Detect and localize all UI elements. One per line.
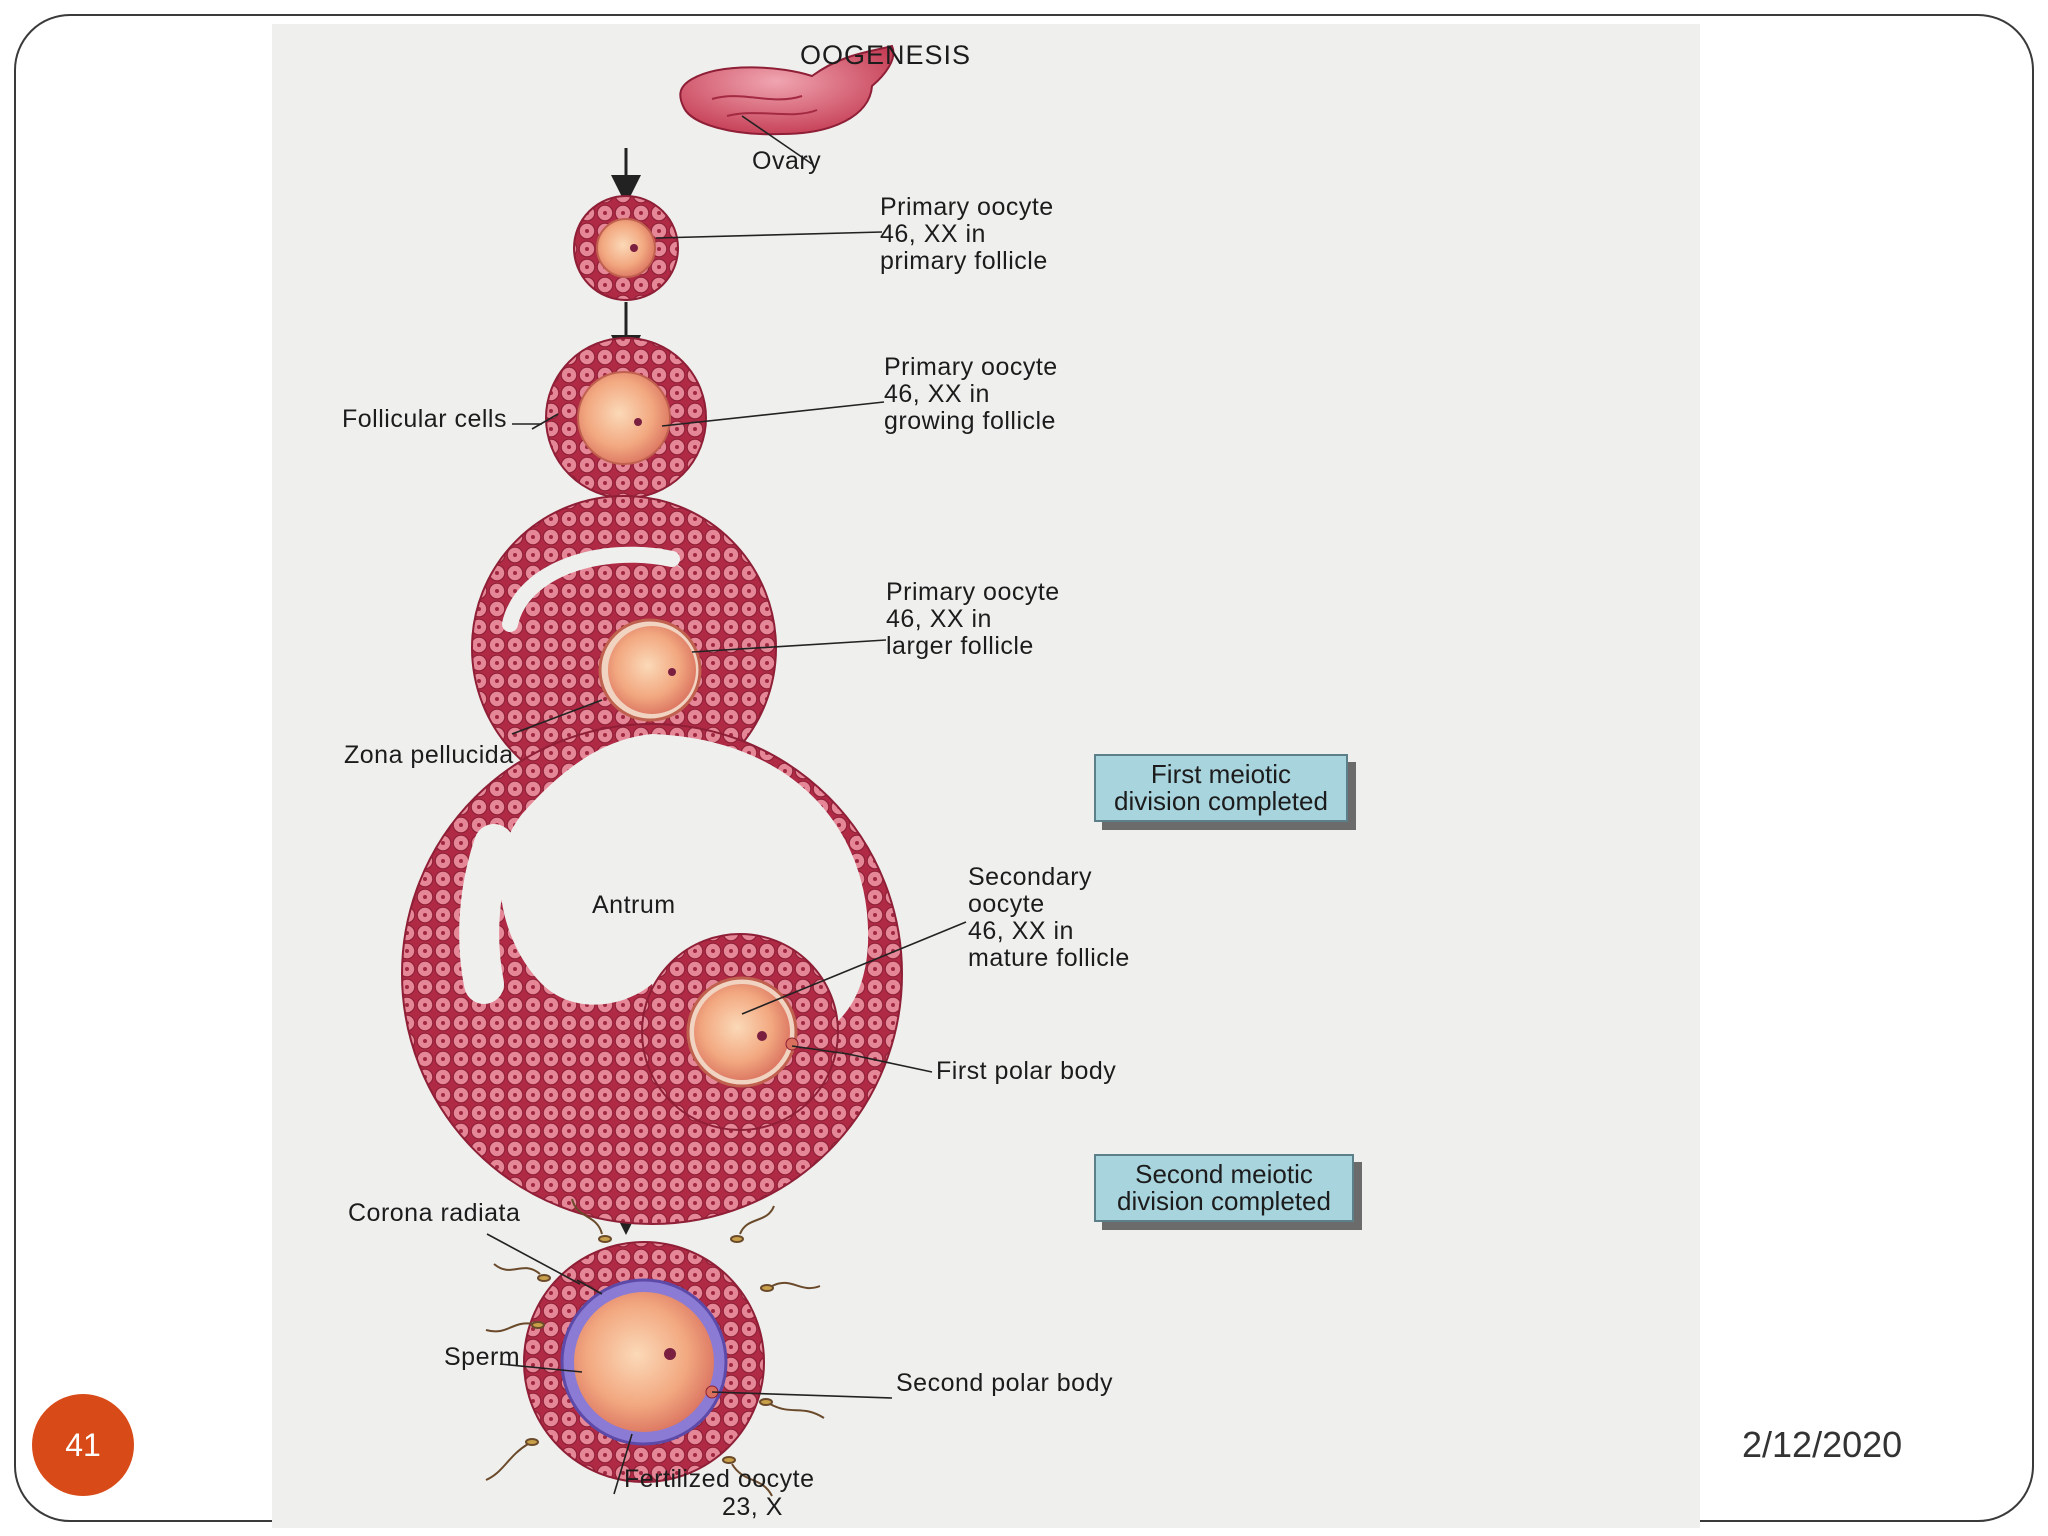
first-meiotic-box: First meiotic division completed bbox=[1094, 754, 1348, 822]
fertilized-oocyte bbox=[485, 1198, 825, 1497]
label-first-polar-body: First polar body bbox=[936, 1057, 1117, 1085]
label-corona-radiata: Corona radiata bbox=[348, 1199, 521, 1227]
label-zona-pellucida: Zona pellucida bbox=[344, 741, 514, 769]
second-meiotic-box: Second meiotic division completed bbox=[1094, 1154, 1354, 1222]
growing-follicle bbox=[545, 337, 707, 499]
label-follicular-cells: Follicular cells bbox=[342, 405, 507, 433]
larger-follicle bbox=[471, 495, 777, 801]
label-ovary: Ovary bbox=[752, 147, 822, 175]
label-second-polar-body: Second polar body bbox=[896, 1369, 1113, 1397]
mature-follicle bbox=[401, 723, 903, 1225]
slide-number-badge: 41 bbox=[32, 1394, 134, 1496]
primary-follicle bbox=[573, 195, 679, 301]
label-sperm: Sperm bbox=[444, 1343, 521, 1371]
slide-date: 2/12/2020 bbox=[1742, 1424, 1903, 1465]
label-primary-oocyte-primary-follicle: Primary oocyte 46, XX in primary follicl… bbox=[880, 193, 1054, 275]
label-secondary-oocyte: Secondary oocyte 46, XX in mature follic… bbox=[968, 863, 1130, 972]
label-fertilized-chromosomes: 23, X bbox=[722, 1493, 783, 1521]
sperm-cells bbox=[485, 1198, 825, 1497]
label-primary-oocyte-larger-follicle: Primary oocyte 46, XX in larger follicle bbox=[886, 578, 1060, 660]
oogenesis-drawing bbox=[401, 44, 967, 1497]
label-primary-oocyte-growing-follicle: Primary oocyte 46, XX in growing follicl… bbox=[884, 353, 1058, 435]
label-antrum: Antrum bbox=[592, 891, 676, 919]
oogenesis-figure: OOGENESIS Ovary Primary oocyte 46, XX in… bbox=[272, 24, 1700, 1528]
diagram-title: OOGENESIS bbox=[800, 40, 972, 70]
ovary-shape bbox=[679, 44, 895, 136]
leader-lines bbox=[486, 115, 967, 1495]
label-fertilized-oocyte: Fertilized oocyte bbox=[624, 1465, 815, 1493]
